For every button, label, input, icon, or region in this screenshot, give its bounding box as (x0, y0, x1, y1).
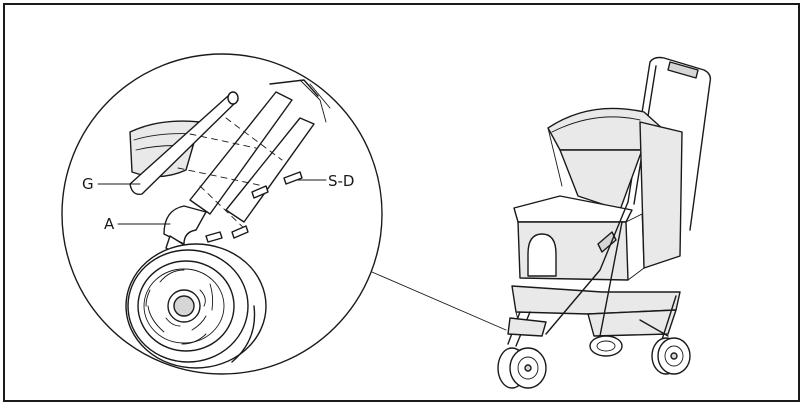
canopy-bar-g (129, 91, 239, 195)
storage-basket (511, 285, 681, 337)
label-a: A (104, 215, 115, 233)
screw-s-d (205, 171, 303, 243)
stroller-canopy (547, 107, 683, 269)
callout-connector-line (371, 271, 507, 331)
rear-wheel-left (589, 335, 623, 357)
label-s-d: S-D (328, 172, 354, 190)
pet-stroller (497, 56, 712, 389)
stroller-legs (507, 201, 677, 347)
frame-tubes (189, 79, 331, 223)
stroller-cabin (513, 195, 645, 281)
alignment-guides (177, 117, 283, 233)
diagram-frame (3, 3, 800, 402)
front-wheel (497, 347, 547, 389)
front-wheel-detail (125, 243, 267, 369)
detail-magnifier: G A S-D (61, 53, 383, 375)
rear-wheel-right (651, 337, 691, 375)
label-g: G (82, 175, 94, 193)
